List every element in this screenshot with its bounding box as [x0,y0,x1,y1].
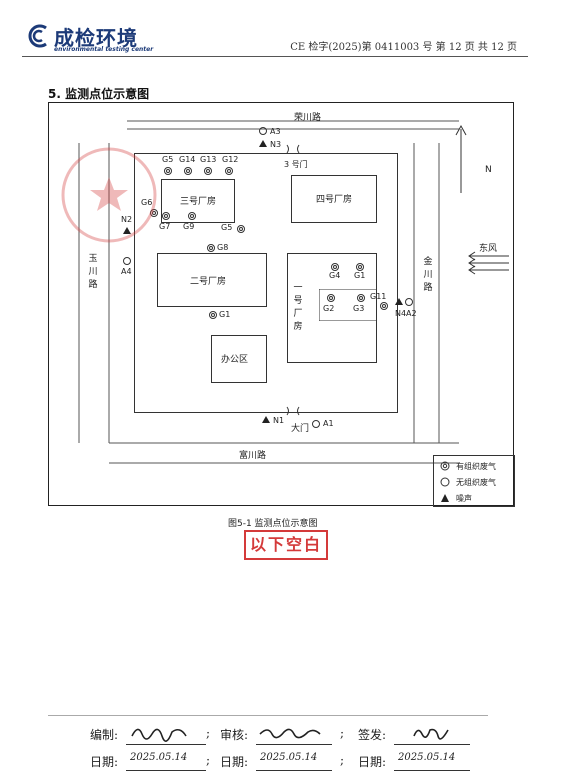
building-4: 四号厂房 [291,175,377,223]
point-g1-upper: G1 [354,271,366,280]
date-3-value: 2025.05.14 [398,752,456,763]
legend-organized-label: 有组织废气 [456,462,496,471]
footer-rule [48,715,488,716]
compass-north-label: N [485,165,492,175]
road-south-label: 富川路 [239,451,267,461]
wind-direction-label: 东风 [479,244,498,254]
office-area: 办公区 [211,335,267,383]
point-g8: G8 [217,243,229,252]
point-g2: G2 [323,304,335,313]
issuer-signature [394,722,470,745]
date-2-value: 2025.05.14 [260,752,318,763]
legend-unorganized-label: 无组织废气 [456,478,496,487]
header-rule [22,56,528,57]
section-title: 5. 监测点位示意图 [48,87,150,101]
plant-boundary [134,153,398,413]
point-n1: N1 [273,416,285,425]
main-gate-label: 大门 [291,424,310,434]
wind-arrow-icon [468,251,509,275]
point-a4: A4 [121,267,132,276]
map-legend: 有组织废气 无组织废气 噪声 [433,455,515,507]
point-a1: A1 [323,419,334,428]
editor-label: 编制: [90,728,119,742]
report-reference: CE 检字(2025)第 0411003 号 第 12 页 共 12 页 [290,42,517,53]
building-3: 三号厂房 [161,179,235,223]
company-seal-stamp [61,147,157,243]
road-east-label: 金川路 [423,257,433,293]
logo-icon [28,24,47,48]
date-3-handwritten: 2025.05.14 [394,750,470,771]
figure-caption: 图5-1 监测点位示意图 [228,519,318,529]
north-arrow-icon [455,124,467,193]
point-g9: G9 [183,222,195,231]
point-n3: N3 [270,140,282,149]
date-1-value: 2025.05.14 [130,752,188,763]
reviewer-signature-icon [259,728,321,739]
separator-4: ; [340,753,345,767]
building-1: 一号厂房 [287,253,377,363]
point-g5-side: G5 [221,223,233,232]
date-2-handwritten: 2025.05.14 [256,750,332,771]
legend-organized-icon [440,461,450,471]
point-n2: N2 [121,215,133,224]
date-label-2: 日期: [220,755,249,769]
site-map: 荣川路 富川路 玉川路 金川路 三号厂房 四号厂房 二号厂房 一号厂房 办公区 … [48,102,515,507]
date-label-3: 日期: [358,755,387,769]
reviewer-label: 审核: [220,728,249,742]
point-g4: G4 [329,271,341,280]
legend-noise-icon [441,494,449,502]
road-west-label: 玉川路 [88,254,98,290]
point-n4: N4 [395,309,407,318]
separator-2: ; [340,726,345,740]
reviewer-signature [256,722,332,745]
legend-noise-label: 噪声 [456,494,472,503]
point-g13: G13 [200,155,217,164]
road-north-label: 荣川路 [294,113,322,123]
point-g12: G12 [222,155,239,164]
point-a2: A2 [406,309,417,318]
separator-1: ; [206,726,211,740]
point-g14: G14 [179,155,196,164]
date-label-1: 日期: [90,755,119,769]
unorganized-and-noise-points [123,127,413,428]
logo-name: 成检环境 [54,26,138,50]
point-g6: G6 [141,198,153,207]
date-1-handwritten: 2025.05.14 [126,750,206,771]
company-logo: 成检环境 environmental testing center [24,22,154,56]
separator-3: ; [206,753,211,767]
gate-3-label: 3 号门 [284,160,308,169]
road-lines [78,120,459,464]
organized-exhaust-points [150,167,388,319]
building-2: 二号厂房 [157,253,267,307]
editor-signature-icon [131,728,187,742]
issuer-signature-icon [413,728,449,740]
point-g3: G3 [353,304,365,313]
logo-subtitle: environmental testing center [54,46,154,53]
issuer-label: 签发: [358,728,387,742]
blank-below-stamp: 以下空白 [244,530,328,560]
legend-unorganized-icon [440,477,450,487]
point-a3: A3 [270,127,281,136]
point-g11: G11 [370,292,387,301]
point-g5-top: G5 [162,155,174,164]
point-g1-lower: G1 [219,310,231,319]
editor-signature [126,722,206,745]
point-g7: G7 [159,222,171,231]
